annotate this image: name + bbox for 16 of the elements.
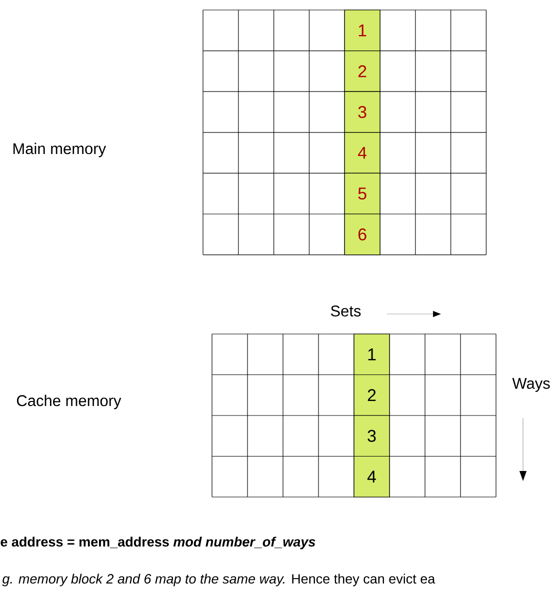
highlighted-cell: 4 <box>344 132 380 174</box>
label: Main memory <box>13 142 106 158</box>
highlighted-cell: 3 <box>344 91 380 133</box>
highlighted-cell: 3 <box>354 415 390 457</box>
highlighted-cell: 1 <box>344 10 380 52</box>
label: Ways <box>512 378 550 392</box>
formula-text: e address = mem_address mod number_of_ways <box>0 536 316 550</box>
highlighted-cell: 2 <box>344 50 380 92</box>
highlighted-cell: 5 <box>344 172 380 214</box>
label: Cache memory <box>16 394 122 410</box>
highlighted-cell: 1 <box>354 334 390 376</box>
highlighted-cell: 6 <box>344 214 380 256</box>
highlighted-cell: 2 <box>354 374 390 416</box>
label: Sets <box>330 306 361 316</box>
note-text: g. memory block 2 and 6 map to the same way. Hence they can evict ea <box>2 574 436 586</box>
highlighted-cell: 4 <box>354 456 390 498</box>
